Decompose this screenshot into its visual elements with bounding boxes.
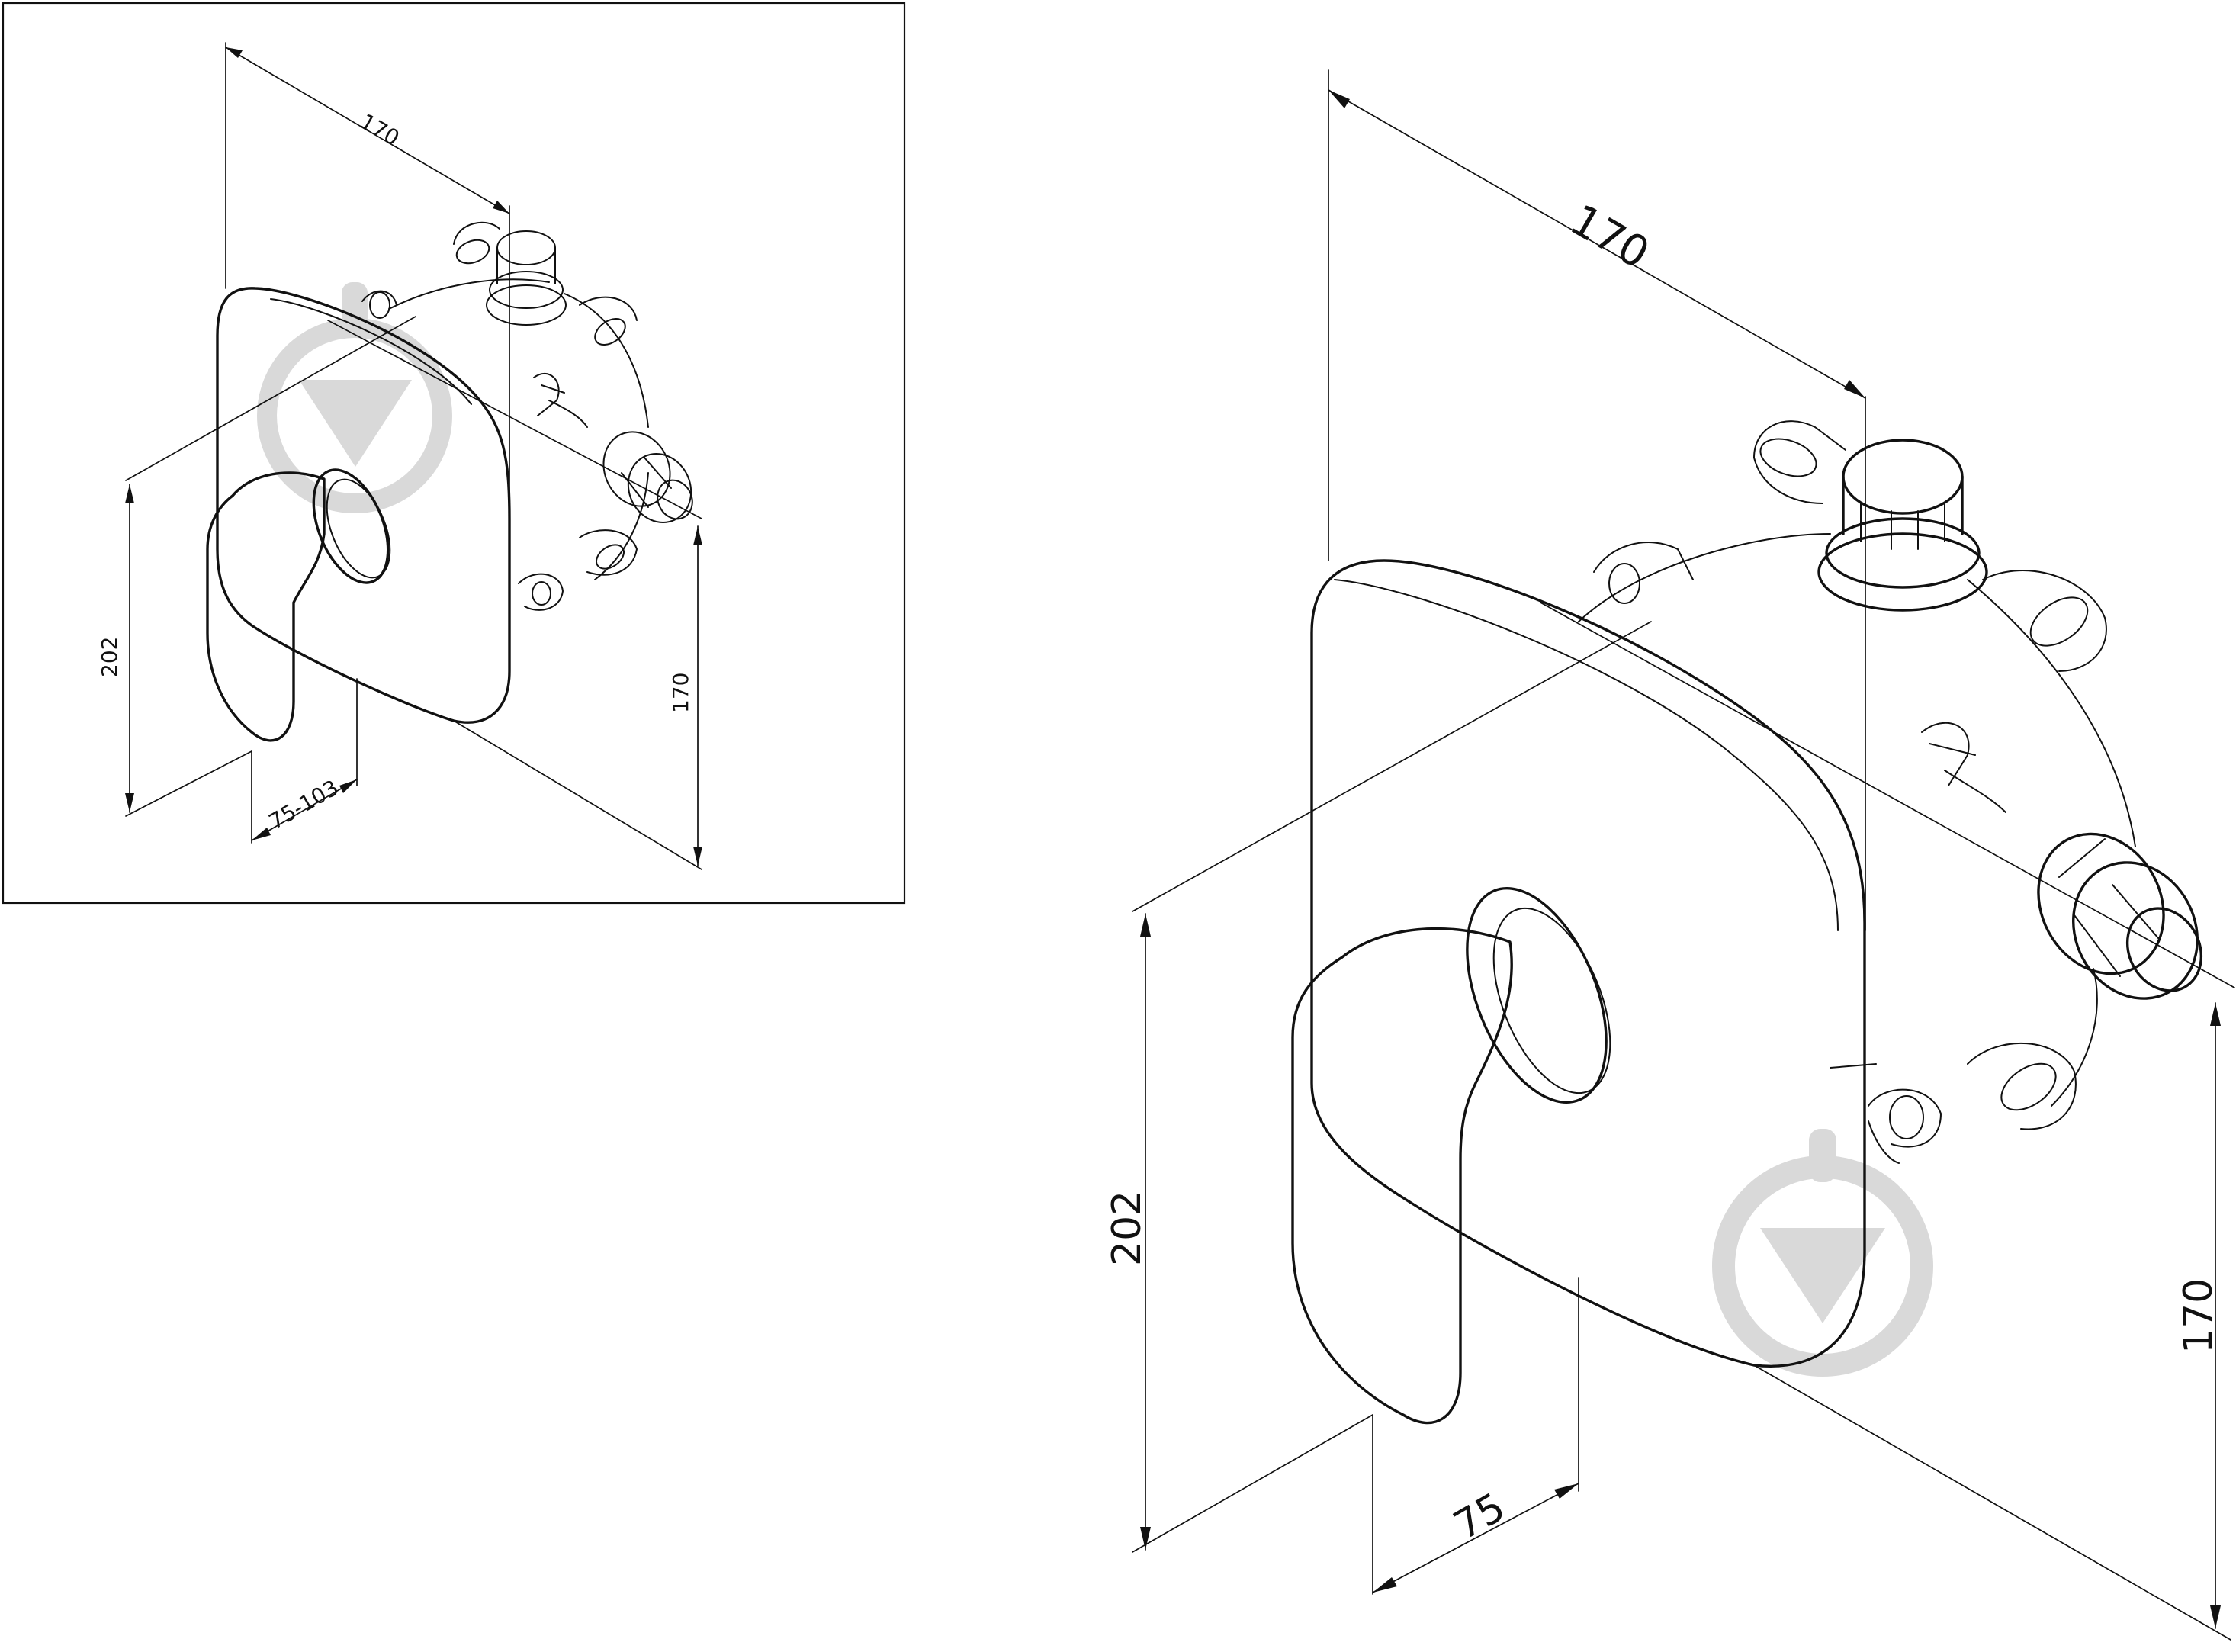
small-dim-right-label: 170	[668, 673, 693, 713]
small-dimension-lines	[125, 42, 702, 870]
small-dim-depth-label: 75-103	[265, 775, 342, 834]
large-dimension-labels: 170 202 75 170	[1104, 195, 2222, 1549]
large-dim-right-label: 170	[2176, 1278, 2222, 1354]
small-view: 170 202 75-103 170	[2, 2, 906, 905]
large-dimension-lines	[1132, 69, 2235, 1641]
large-dim-top-label: 170	[1562, 195, 1657, 279]
small-mixer-body	[206, 221, 693, 742]
large-dim-height-label: 202	[1104, 1191, 1150, 1266]
small-dim-top-label: 170	[356, 108, 404, 150]
small-watermark-icon	[257, 282, 452, 513]
large-dim-depth-label: 75	[1447, 1484, 1513, 1549]
large-view: 170 202 75 170	[1104, 69, 2235, 1641]
large-watermark-icon	[1712, 1129, 1933, 1377]
small-dim-height-label: 202	[97, 637, 122, 677]
small-view-frame	[2, 2, 906, 905]
large-mixer-body	[1291, 420, 2203, 1425]
